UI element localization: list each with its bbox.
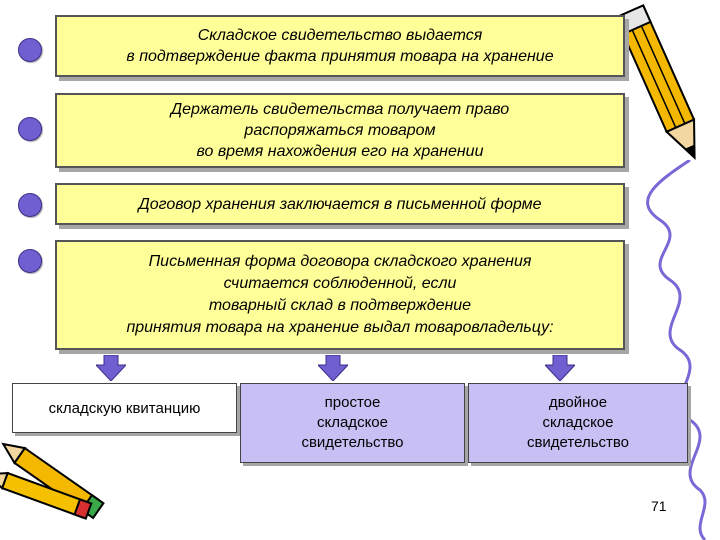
- statement-box: Письменная форма договора складского хра…: [55, 240, 625, 350]
- bullet-marker: [18, 249, 42, 273]
- arrow-down-icon: [545, 355, 575, 381]
- option-box: двойное складское свидетельство: [468, 383, 688, 463]
- statement-text: Складское свидетельство выдается в подтв…: [126, 27, 554, 65]
- statement-text: Письменная форма договора складского хра…: [126, 253, 554, 336]
- statement-box: Складское свидетельство выдается в подтв…: [55, 15, 625, 77]
- statement-text: Держатель свидетельства получает право р…: [170, 101, 510, 160]
- statement-box: Держатель свидетельства получает право р…: [55, 93, 625, 168]
- option-text: простое складское свидетельство: [301, 394, 404, 451]
- bullet-marker: [18, 117, 42, 141]
- page-number: 71: [651, 498, 667, 514]
- option-text: двойное складское свидетельство: [526, 394, 630, 451]
- bullet-marker: [18, 38, 42, 62]
- statement-box: Договор хранения заключается в письменно…: [55, 183, 625, 225]
- arrow-down-icon: [96, 355, 126, 381]
- option-box: складскую квитанцию: [12, 383, 237, 433]
- arrow-down-icon: [318, 355, 348, 381]
- option-text: складскую квитанцию: [48, 399, 201, 417]
- squiggle-decoration: [646, 160, 707, 540]
- pencils-icon: [0, 442, 105, 520]
- option-box: простое складское свидетельство: [240, 383, 465, 463]
- statement-text: Договор хранения заключается в письменно…: [138, 195, 542, 213]
- bullet-marker: [18, 193, 42, 217]
